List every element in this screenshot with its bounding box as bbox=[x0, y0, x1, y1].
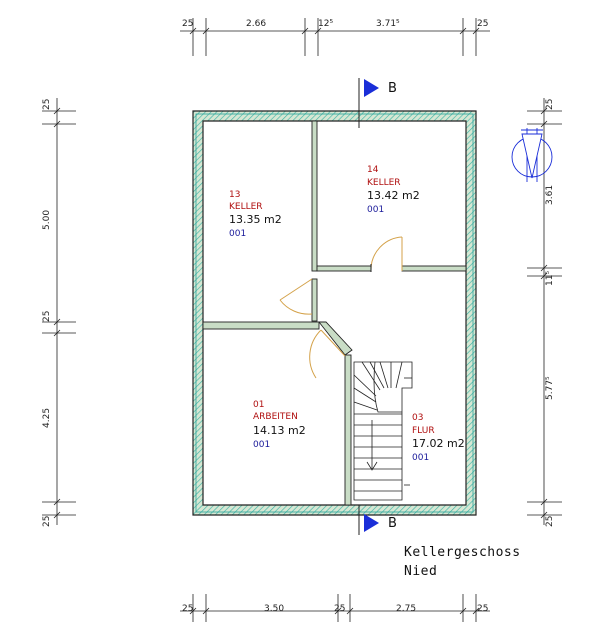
room-name: ARBEITEN bbox=[253, 412, 298, 422]
dim-left-0: 25 bbox=[42, 99, 52, 110]
dim-right-3: 5.77⁵ bbox=[545, 376, 555, 400]
dim-top-0: 25 bbox=[182, 19, 193, 29]
dimension-chain-top bbox=[180, 18, 490, 56]
room-code: 001 bbox=[367, 205, 384, 215]
outer-wall-insulation-line bbox=[195, 113, 474, 513]
dimension-chain-right bbox=[527, 98, 562, 525]
room-code: 001 bbox=[412, 453, 429, 463]
room-code: 001 bbox=[253, 440, 270, 450]
plan-subtitle: Nied bbox=[404, 564, 437, 579]
dim-top-4: 25 bbox=[477, 19, 488, 29]
section-arrow-icon bbox=[364, 514, 379, 532]
dim-bottom-0: 25 bbox=[182, 604, 193, 614]
room-keller-14: 14 KELLER 13.42 m2 001 bbox=[367, 165, 420, 215]
room-arbeiten: 01 ARBEITEN 14.13 m2 001 bbox=[253, 400, 306, 450]
room-area: 13.35 m2 bbox=[229, 213, 282, 226]
section-arrow-icon bbox=[364, 79, 379, 97]
plan-title: Kellergeschoss bbox=[404, 545, 521, 560]
dim-left-2: 25 bbox=[42, 311, 52, 322]
room-area: 17.02 m2 bbox=[412, 437, 465, 450]
room-number: 13 bbox=[229, 190, 240, 200]
north-arrow-icon bbox=[511, 128, 553, 182]
interior-walls bbox=[202, 120, 467, 506]
dim-bottom-3: 2.75 bbox=[396, 604, 416, 614]
section-label-bottom: B bbox=[388, 516, 397, 531]
dim-right-0: 25 bbox=[545, 99, 555, 110]
dim-top-1: 2.66 bbox=[246, 19, 266, 29]
dim-top-2: 12⁵ bbox=[318, 19, 333, 29]
dimension-chain-bottom bbox=[180, 594, 490, 622]
room-flur: 03 FLUR 17.02 m2 001 bbox=[412, 413, 465, 463]
room-name: KELLER bbox=[229, 202, 263, 212]
dim-left-3: 4.25 bbox=[42, 408, 52, 428]
section-line bbox=[358, 78, 379, 535]
room-name: KELLER bbox=[367, 178, 401, 188]
room-code: 001 bbox=[229, 229, 246, 239]
dimension-chain-left bbox=[42, 98, 76, 525]
doors bbox=[279, 236, 403, 379]
dim-left-1: 5.00 bbox=[42, 210, 52, 230]
dim-bottom-2: 25 bbox=[334, 604, 345, 614]
dim-bottom-4: 25 bbox=[477, 604, 488, 614]
room-name: FLUR bbox=[412, 426, 435, 436]
dim-left-4: 25 bbox=[42, 516, 52, 527]
outer-wall bbox=[192, 110, 477, 516]
dim-bottom-1: 3.50 bbox=[264, 604, 284, 614]
section-label-top: B bbox=[388, 81, 397, 96]
staircase bbox=[353, 361, 413, 501]
room-area: 13.42 m2 bbox=[367, 189, 420, 202]
room-area: 14.13 m2 bbox=[253, 424, 306, 437]
dim-right-2: 11⁵ bbox=[545, 271, 555, 286]
dim-top-3: 3.71⁵ bbox=[376, 19, 400, 29]
dim-right-4: 25 bbox=[545, 516, 555, 527]
dim-right-1: 3.61 bbox=[545, 185, 555, 205]
room-number: 01 bbox=[253, 400, 264, 410]
room-keller-13: 13 KELLER 13.35 m2 001 bbox=[229, 190, 282, 239]
room-number: 03 bbox=[412, 413, 423, 423]
room-number: 14 bbox=[367, 165, 379, 175]
